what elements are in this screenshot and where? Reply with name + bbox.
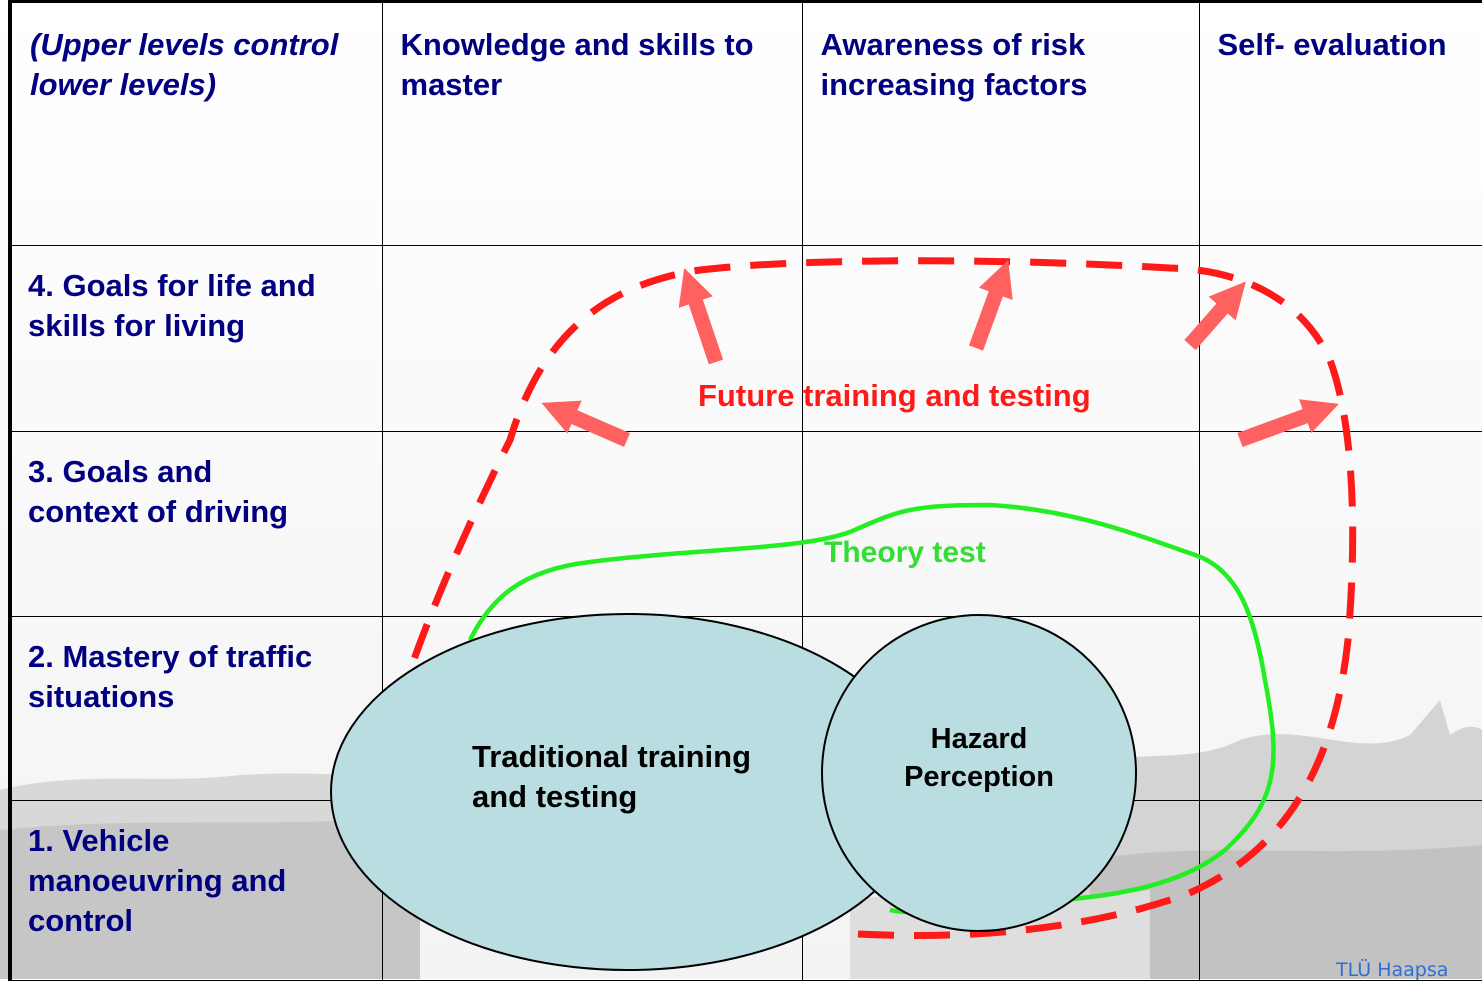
- traditional-training-label-line2: and testing: [472, 777, 751, 817]
- future-training-label: Future training and testing: [698, 377, 1091, 415]
- arrow-icon: [690, 285, 716, 362]
- hazard-perception-label: Hazard Perception: [866, 720, 1092, 796]
- arrow-icon: [558, 410, 627, 440]
- hazard-perception-label-line1: Hazard: [866, 720, 1092, 758]
- traditional-training-label-line1: Traditional training: [472, 737, 751, 777]
- future-arrows: [558, 277, 1322, 440]
- credit-text: TLÜ Haapsa: [1336, 958, 1448, 982]
- theory-test-label: Theory test: [824, 534, 986, 572]
- arrow-icon: [1240, 410, 1322, 440]
- arrow-icon: [976, 277, 1002, 348]
- hazard-perception-label-line2: Perception: [866, 758, 1092, 796]
- traditional-training-label: Traditional training and testing: [472, 737, 751, 817]
- arrow-icon: [1190, 295, 1234, 345]
